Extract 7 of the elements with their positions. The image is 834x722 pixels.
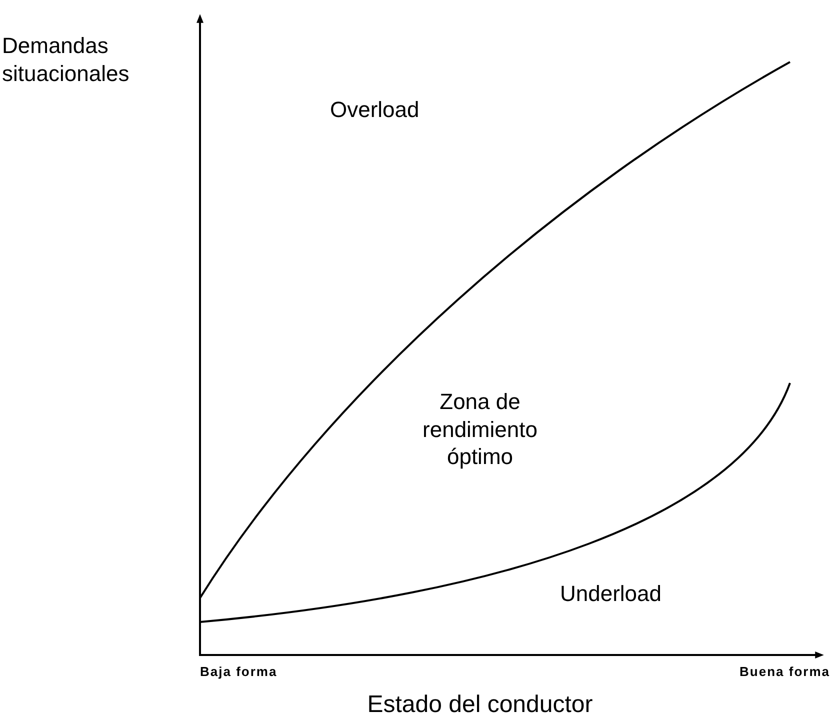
region-label: Zona de rendimiento óptimo	[422, 388, 538, 470]
region-label: Underload	[560, 580, 663, 608]
axis-tick-label: Baja forma	[200, 664, 278, 680]
axis-title: Estado del conductor	[366, 690, 594, 720]
axis-tick-label: Buena forma	[738, 664, 830, 680]
region-label: Overload	[330, 96, 420, 124]
axis-title: Demandas situacionales	[2, 32, 130, 87]
